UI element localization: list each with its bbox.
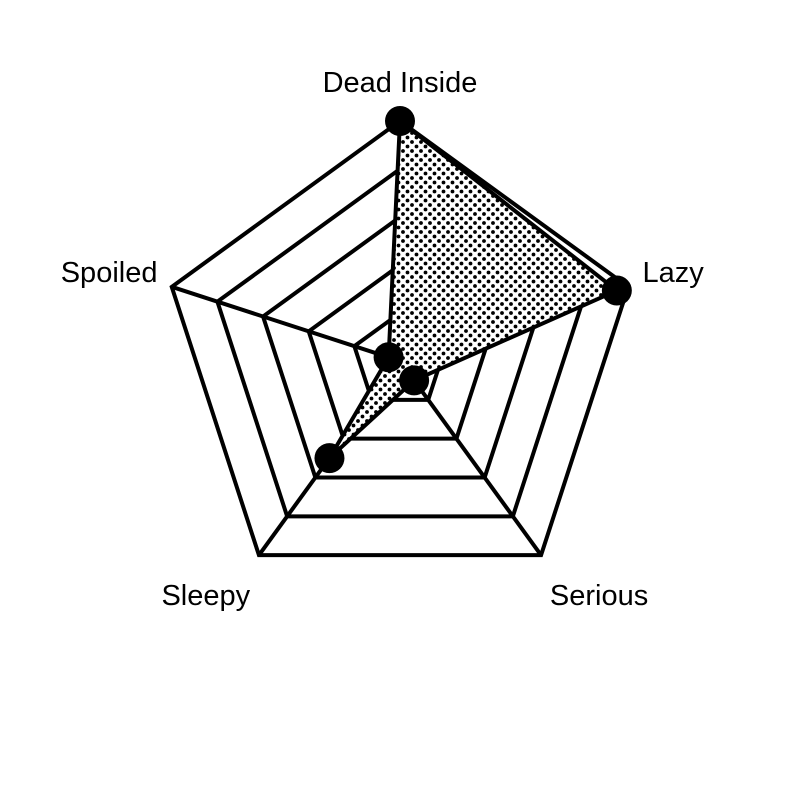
axis-label-serious: Serious: [550, 580, 648, 612]
data-area-polygon: [327, 117, 621, 460]
data-point-spoiled: [373, 342, 404, 373]
radar-data-area: [327, 117, 621, 460]
axis-label-spoiled: Spoiled: [61, 257, 158, 289]
grid-spoke: [398, 359, 543, 557]
axis-label-sleepy: Sleepy: [161, 580, 250, 612]
grid-spoke: [171, 284, 401, 363]
data-point-sleepy: [314, 443, 345, 474]
grid-ring: [169, 118, 631, 558]
axis-label-lazy: Lazy: [643, 257, 705, 289]
axis-label-dead-inside: Dead Inside: [323, 67, 478, 99]
data-point-serious: [399, 365, 430, 396]
data-point-dead-inside: [385, 106, 415, 136]
data-point-lazy: [601, 275, 632, 306]
radar-data-markers: [314, 106, 632, 474]
